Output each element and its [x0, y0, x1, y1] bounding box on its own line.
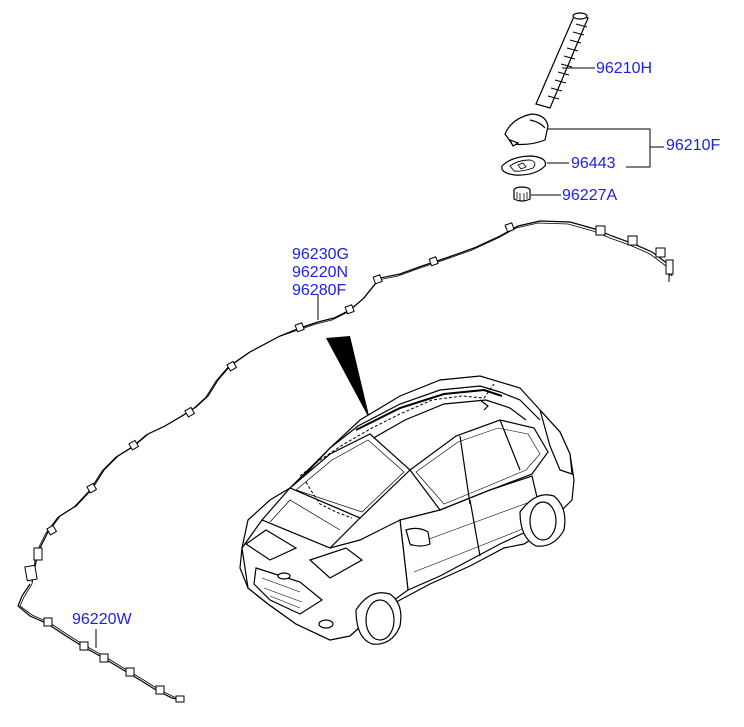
- antenna-pole[interactable]: [535, 12, 589, 109]
- car-illustration: [239, 375, 575, 645]
- bracket-96210F: [548, 128, 664, 168]
- label-feeder-cable-group: 96230G 96220N 96280F: [292, 246, 349, 300]
- cable-clips: [46, 222, 666, 536]
- label-antenna-pole[interactable]: 96210H: [596, 60, 653, 77]
- antenna-nut[interactable]: [513, 186, 531, 202]
- pointer-wedge: [326, 336, 370, 420]
- label-antenna-nut[interactable]: 96227A: [562, 187, 618, 204]
- extension-clips: [43, 617, 185, 703]
- label-feeder-code-1[interactable]: 96230G: [292, 246, 349, 263]
- label-feeder-code-3[interactable]: 96280F: [292, 282, 347, 299]
- label-extension-cable[interactable]: 96220W: [72, 611, 132, 628]
- extension-cable[interactable]: [17, 583, 183, 701]
- label-feeder-code-2[interactable]: 96220N: [292, 264, 349, 281]
- feeder-connector-left: [24, 547, 43, 582]
- roof-feeder-cable[interactable]: [31, 220, 673, 585]
- feeder-connector-right: [665, 259, 674, 282]
- label-antenna-assembly[interactable]: 96210F: [666, 137, 721, 154]
- antenna-base[interactable]: [504, 113, 549, 147]
- label-antenna-pad[interactable]: 96443: [571, 155, 616, 172]
- antenna-pad[interactable]: [501, 155, 547, 176]
